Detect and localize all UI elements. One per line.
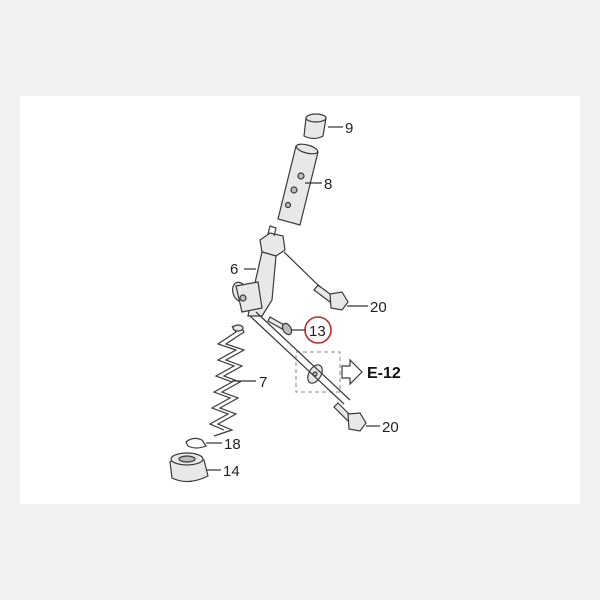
part-8-tube[interactable] xyxy=(277,142,319,226)
callout-18[interactable]: 18 xyxy=(224,436,241,453)
callout-20-lower[interactable]: 20 xyxy=(382,419,399,436)
part-20-bolt-lower[interactable] xyxy=(333,402,367,432)
part-20-bolt-upper[interactable] xyxy=(313,284,349,311)
callout-13-highlight-ring xyxy=(304,316,332,344)
callout-9[interactable]: 9 xyxy=(345,120,353,137)
callout-13[interactable]: 13 xyxy=(309,323,326,340)
callout-14[interactable]: 14 xyxy=(223,463,240,480)
part-18-clip[interactable] xyxy=(185,437,207,449)
callout-7[interactable]: 7 xyxy=(259,374,267,391)
callout-8[interactable]: 8 xyxy=(324,176,332,193)
part-13-screw[interactable] xyxy=(267,316,293,336)
part-14-stopper[interactable] xyxy=(169,452,209,483)
reference-e12[interactable]: E-12 xyxy=(367,365,401,382)
parts-diagram: 9 8 6 20 xyxy=(169,113,401,483)
arrow-right-icon xyxy=(341,358,363,386)
part-7-spring[interactable] xyxy=(208,324,246,437)
callout-6[interactable]: 6 xyxy=(230,261,238,278)
reference-box xyxy=(295,351,341,393)
part-9-cap[interactable] xyxy=(303,113,327,140)
diagram-frame: 9 8 6 20 xyxy=(20,96,580,504)
part-6-bracket[interactable] xyxy=(230,225,286,317)
callout-20-upper[interactable]: 20 xyxy=(370,299,387,316)
